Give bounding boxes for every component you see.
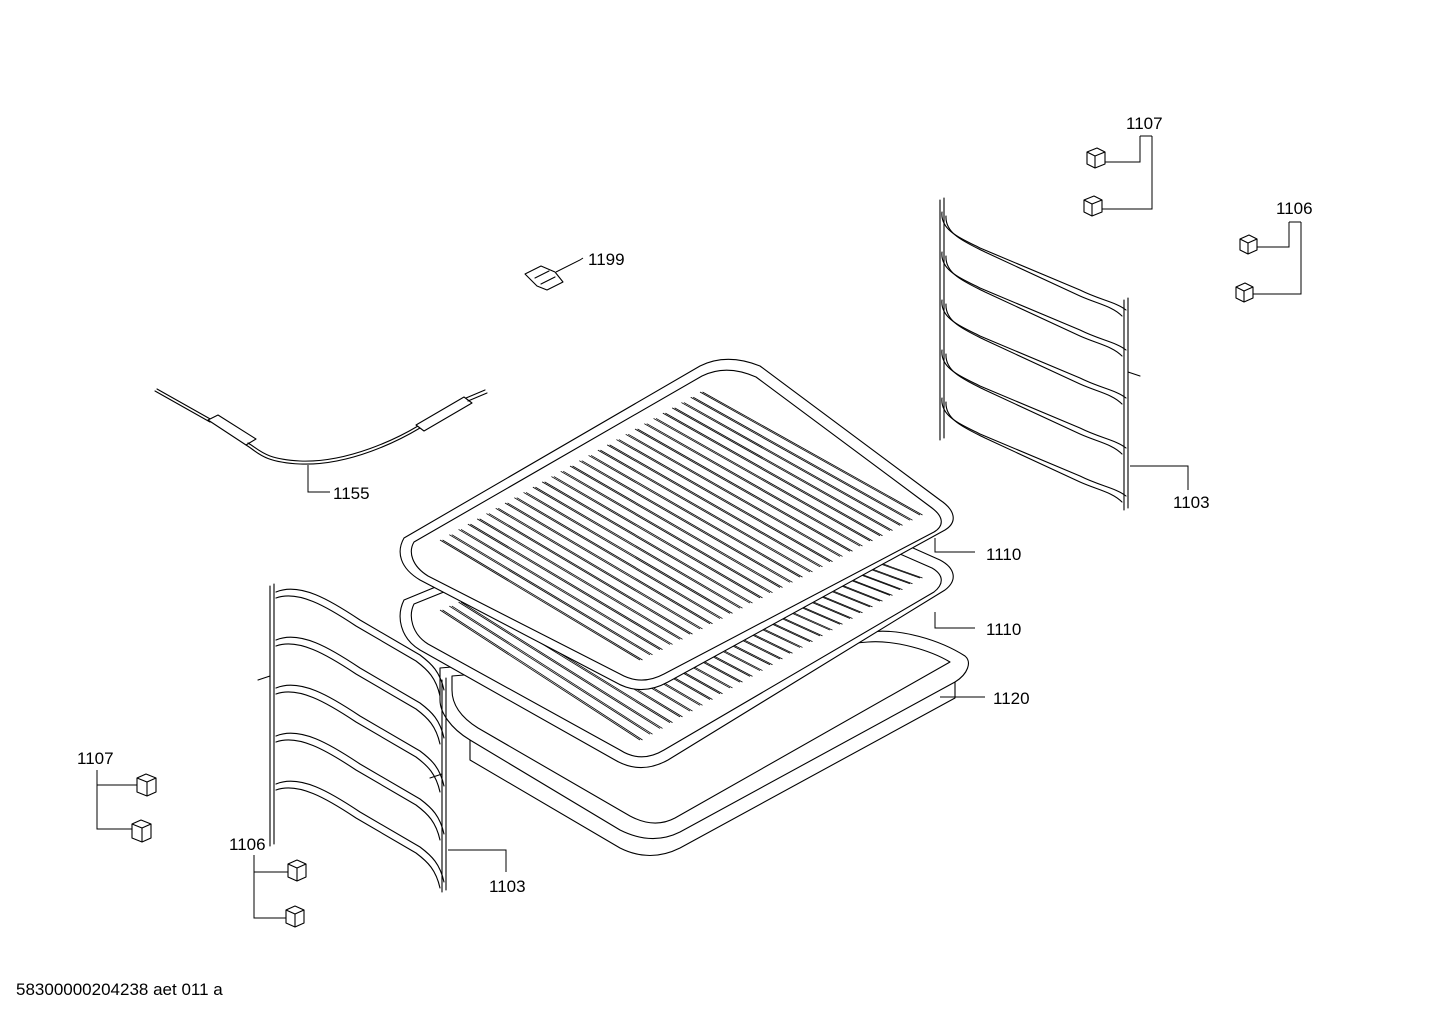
grid-wire-bar [470,523,673,645]
grid-wire-bar [699,391,921,516]
grid-wire-bar [495,507,701,630]
grid-wire-bar [690,396,911,521]
grid-wire-bar [460,601,663,729]
grid-wire-bar [597,449,811,573]
stop-1106-right: 1106 [1235,199,1313,303]
grid-wire-bar [439,609,641,741]
grid-wire-bar [702,391,923,516]
grid-wire-bar [579,460,791,583]
grid-wire-bar [569,465,781,588]
grid-wire-bar [553,476,763,599]
stop-1106-left: 1106 [229,835,307,928]
grid-wire-bar [662,412,881,537]
grid-wire-bar [458,601,661,729]
clip-1107-left: 1107 [77,749,157,843]
side-rack-1103-left: 1103 [257,583,526,896]
label-1103-left: 1103 [489,877,526,896]
label-1110-lower: 1110 [986,620,1021,639]
grid-wire-bar [606,444,821,568]
bracket-1199: 1199 [524,250,625,291]
grid-wire-bar [541,481,751,604]
grid-wire-bar [488,513,693,635]
grid-wire-bar [479,518,683,640]
grid-wire-bar [634,428,851,552]
grid-wire-bar [525,492,733,614]
label-1106-left: 1106 [229,835,266,854]
label-1110-upper: 1110 [986,545,1021,564]
grid-wire-bar [523,492,731,614]
grid-wire-bar [628,433,843,557]
grid-wire-bar [655,418,873,542]
grid-wire-bar [590,455,803,578]
grid-wire-bar [646,423,863,547]
grid-wire-bar [442,609,643,741]
grid-wire-bar [693,396,913,521]
grid-wire-bar [616,439,831,562]
grid-wire-bar [625,433,841,557]
side-rack-1103-right: 1103 [939,197,1210,512]
grid-wire-bar [653,418,871,542]
grid-wire-bar [449,605,651,735]
grid-wire-bar [588,455,801,578]
grid-wire-bar [681,402,901,526]
grid-wire-bar [460,529,663,650]
label-1107-left: 1107 [77,749,114,768]
grid-wire-bar [671,407,891,531]
grid-wire-bar [560,470,771,594]
grid-wire-bar [674,407,893,531]
label-1155: 1155 [333,484,370,503]
label-1107-top-right: 1107 [1126,114,1163,133]
grid-wire-bar [563,470,773,594]
label-1120: 1120 [993,689,1030,708]
grid-wire-bar [451,534,653,656]
grid-wire-bar [535,486,743,609]
label-1199: 1199 [588,250,625,269]
grid-wire-bar [581,460,793,583]
grid-wire-bar [514,497,721,619]
label-1103-right: 1103 [1173,493,1210,512]
grid-wire-bar [498,507,703,630]
temperature-probe-1155: 1155 [154,388,488,503]
grid-wire-bar [665,412,883,537]
grid-wire-bar [442,539,643,661]
grid-wire-bar [618,439,833,562]
grid-wire-bar [609,444,823,568]
drawing-code: 58300000204238 aet 011 a [16,980,223,999]
grid-wire-bar [439,539,641,661]
grid-wire-bar [683,402,903,526]
grid-wire-bar [600,449,813,573]
grid-wire-bar [486,513,691,635]
grid-wire-bar [644,423,861,547]
clip-1107-top-right: 1107 [1083,114,1163,217]
grid-wire-bar [467,523,671,645]
grid-wire-bar [544,481,753,604]
grid-wire-bar [476,518,681,640]
grid-wire-bar [449,534,651,656]
grid-wire-bar [637,428,853,552]
wire-grid-1110-upper: 1110 [399,358,1021,691]
grid-wire-bar [507,502,713,625]
grid-wire-bar [451,605,653,735]
grid-wire-bar [572,465,783,588]
grid-wire-bar [551,476,761,599]
grid-wire-bar [532,486,741,609]
grid-wire-bar [458,529,661,650]
grid-wire-bar [516,497,723,619]
grid-wire-bar [504,502,711,625]
label-1106-right: 1106 [1276,199,1313,218]
